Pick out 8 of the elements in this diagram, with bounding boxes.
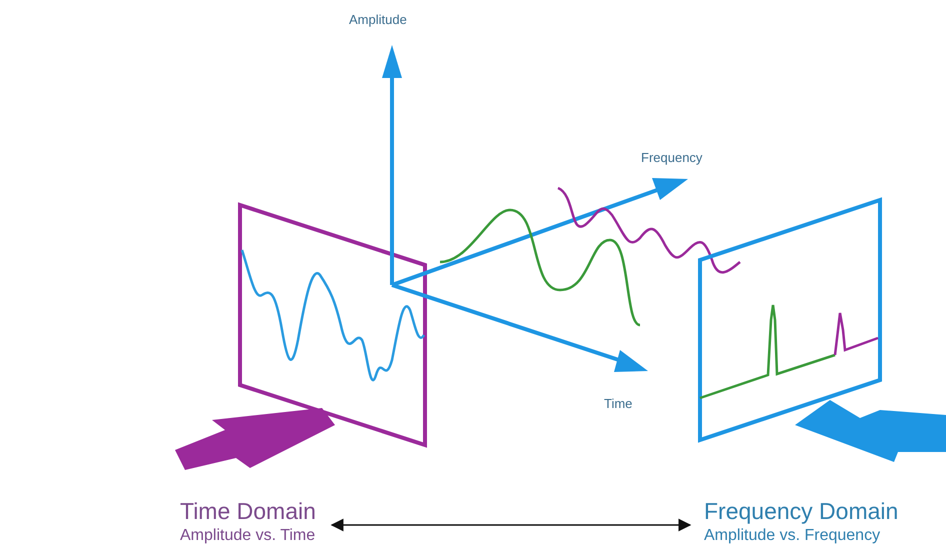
axis-label: Frequency (641, 149, 702, 167)
domain-subtitle: Amplitude vs. Frequency (704, 526, 882, 546)
domain-title: Frequency Domain (704, 497, 898, 525)
double-arrow (330, 518, 692, 532)
domain-subtitle: Amplitude vs. Time (180, 526, 316, 546)
axis-label: Time (604, 395, 632, 413)
domain-title: Time Domain (180, 497, 316, 525)
axis-label: Amplitude (349, 11, 407, 29)
